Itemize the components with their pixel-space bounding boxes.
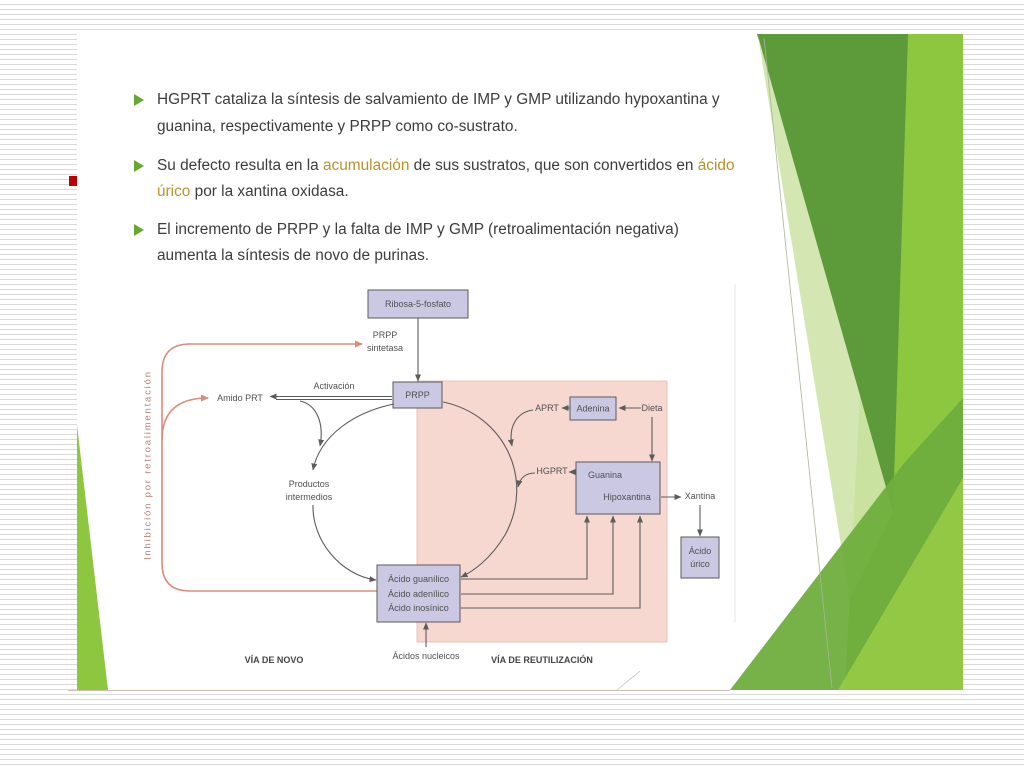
xantina-label: Xantina [685,491,716,501]
via-de-reutilizacion-caption: VÍA DE REUTILIZACIÓN [491,654,593,665]
bullet-2-line-1: Su defecto resulta en la acumulación de … [157,157,735,175]
theme-shape-left-sliver [77,425,108,690]
bullet-arrow-icon [134,94,144,106]
node-adenina-label: Adenina [576,404,609,414]
slide-bullet-square [69,176,77,186]
feedback-inhibition-label: Inhibición por retroalimentación [143,372,154,560]
via-de-novo-caption: VÍA DE NOVO [245,655,304,665]
feedback-inhibition-line [161,340,377,592]
arc-hgprt [516,472,536,488]
node-ribosa-5-fosfato [367,289,469,319]
prpp-sintetasa-label-line-2: sintetasa [367,343,403,353]
arc-amido-prt-to-intermediates [299,400,325,447]
activation-label: Activación [313,381,354,391]
arc-aprt [507,409,534,447]
acido-inosinico-label: Ácido inosínico [388,603,449,613]
bullet-2-line-2: úrico por la xantina oxidasa. [157,183,349,201]
bullet-1-line-2: guanina, respectivamente y PRPP como co-… [157,118,518,136]
node-prpp [392,381,443,409]
bullet-text: HGPRT cataliza la síntesis de salvamient… [157,91,720,108]
bullet-3-line-2: aumenta la síntesis de novo de purinas. [157,247,429,265]
node-nucleotidos [376,564,461,623]
arc-intermediates-to-nucleotides [312,504,377,583]
guanina-label: Guanina [588,470,622,480]
theme-shape-right-dark [757,34,908,512]
node-ribosa-5-fosfato-label: Ribosa-5-fosfato [385,299,451,309]
highlighted-term: úrico [157,183,191,200]
aprt-label: APRT [535,403,559,413]
bullet-3-line-1: El incremento de PRPP y la falta de IMP … [157,221,679,239]
highlighted-term: ácido [697,157,735,174]
arrow-inosinico-to-hipoxantina [461,515,643,609]
arc-prpp-to-intermediates [311,403,395,471]
hgprt-label: HGPRT [536,466,568,476]
bullet-text: por la xantina oxidasa. [190,183,349,200]
theme-shape-pale-wedge [758,36,893,600]
acido-urico-label-line-1: Ácido [689,546,712,556]
bullet-text: aumenta la síntesis de novo de purinas. [157,247,430,264]
hipoxantina-label: Hipoxantina [603,492,651,502]
theme-shape-bottom-bright [838,478,963,690]
feedback-branch-line [161,394,209,441]
dieta-label: Dieta [641,403,662,413]
bullet-arrow-icon [134,224,144,236]
acido-urico-label-line-2: úrico [690,559,710,569]
bullet-text: El incremento de PRPP y la falta de IMP … [157,221,679,238]
acido-guanilico-label: Ácido guanílico [388,574,449,584]
bullet-text: guanina, respectivamente y PRPP como co-… [157,118,518,135]
acidos-nucleicos-label: Ácidos nucleicos [392,651,460,661]
arrow-guanilico-to-guanina [461,515,590,580]
bullet-arrow-icon [134,160,144,172]
bullet-text: de sus sustratos, que son convertidos en [409,157,698,174]
arc-prpp-to-nucleotides-salvage [442,401,518,578]
bullet-1-line-1: HGPRT cataliza la síntesis de salvamient… [157,91,720,109]
acido-adenilico-label: Ácido adenílico [388,589,449,599]
node-acido-urico [680,536,720,579]
amido-prt-label: Amido PRT [217,393,263,403]
productos-intermedios-label-line-1: Productos [289,479,330,489]
node-prpp-label: PRPP [405,390,430,400]
theme-thin-line [763,37,833,689]
productos-intermedios-label-line-2: intermedios [286,492,333,502]
bullet-text: Su defecto resulta en la [157,157,323,174]
arrow-adenilico-to-hipoxantina [461,515,616,595]
highlighted-term: acumulación [322,157,410,174]
node-guanina-hipoxantina [575,461,661,515]
decor-diagonal-tick [616,670,641,691]
prpp-sintetasa-label-line-1: PRPP [373,330,398,340]
